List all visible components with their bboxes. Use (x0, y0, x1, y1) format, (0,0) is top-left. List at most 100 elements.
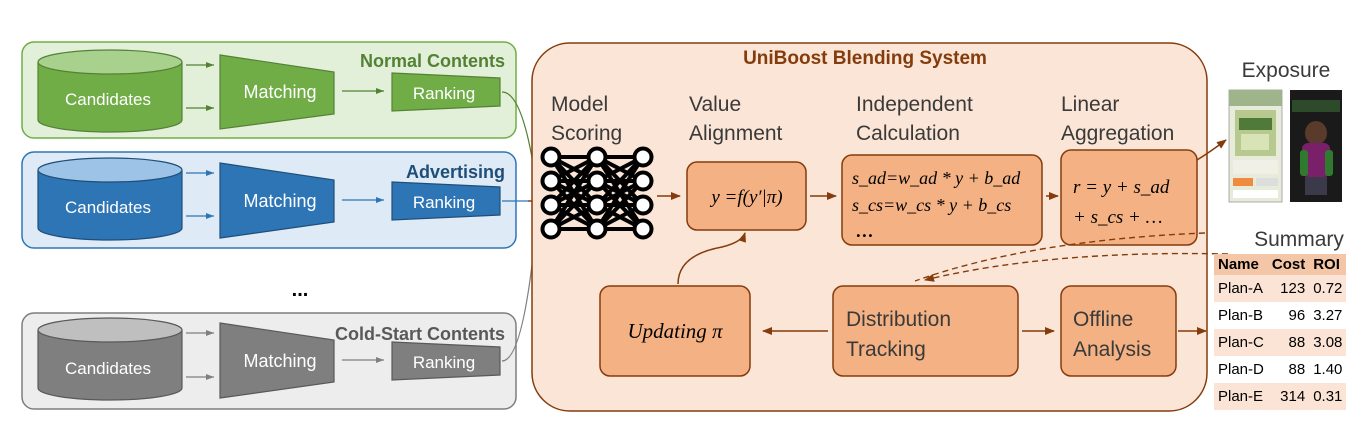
table-cell: 123 (1267, 275, 1310, 302)
phone-video-image (1290, 90, 1342, 202)
matching-label: Matching (243, 191, 316, 211)
offline-analysis-box (1060, 285, 1177, 377)
summary-header-row: Name Cost ROI (1214, 254, 1347, 275)
matching-funnel (219, 322, 335, 399)
stage-independent-line2: Calculation (856, 122, 960, 145)
pipeline-title: Cold-Start Contents (335, 324, 505, 344)
table-cell: 3.08 (1309, 329, 1347, 356)
pipeline-advertising: Candidates Matching Ranking Advertising (21, 151, 517, 249)
offline-label-line1: Offline (1073, 308, 1133, 331)
matching-funnel (219, 162, 335, 239)
phone-screenshot-image (1228, 89, 1283, 203)
exposure-arrow (1196, 139, 1227, 161)
ellipsis: ... (292, 279, 309, 301)
independent-formula-line2: s_cs=w_cs * y + b_cs (852, 195, 1011, 215)
nn-node (632, 194, 654, 216)
pipeline-title: Normal Contents (360, 51, 505, 71)
summary-column-header: Cost (1267, 254, 1310, 275)
table-row: Plan-A 123 0.72 (1214, 275, 1347, 302)
nn-node (540, 218, 562, 240)
ranking-label: Ranking (413, 84, 475, 103)
stage-linear-agg-line2: Aggregation (1061, 122, 1174, 145)
nn-node (540, 170, 562, 192)
ranking-label: Ranking (413, 193, 475, 212)
stage-model-scoring-line2: Scoring (551, 122, 622, 145)
distribution-label-line2: Tracking (846, 338, 926, 361)
ranking-label: Ranking (413, 353, 475, 372)
linear-agg-box (1060, 149, 1198, 246)
nn-node (540, 194, 562, 216)
stage-linear-agg-line1: Linear (1061, 93, 1119, 116)
table-row: Plan-B 96 3.27 (1214, 302, 1347, 329)
ranking-funnel (391, 72, 501, 112)
candidates-label: Candidates (65, 359, 151, 378)
updating-label: Updating π (627, 319, 723, 343)
stage-independent-line1: Independent (856, 93, 973, 116)
ranking-funnel (391, 181, 501, 221)
distribution-label-line1: Distribution (846, 308, 951, 331)
summary-column-header: Name (1214, 254, 1268, 275)
matching-funnel (219, 54, 335, 130)
independent-calc-box (841, 154, 1043, 246)
table-cell: 88 (1267, 356, 1310, 383)
summary-column-header: ROI (1309, 254, 1347, 275)
nn-node (632, 146, 654, 168)
nn-node (586, 146, 608, 168)
updating-box (599, 285, 751, 377)
matching-label: Matching (243, 82, 316, 102)
nn-node (586, 194, 608, 216)
pipeline-cold-start: Candidates Matching Ranking Cold-Start C… (21, 312, 517, 410)
nn-edge (549, 155, 599, 207)
table-cell: 314 (1267, 383, 1310, 410)
candidates-label: Candidates (65, 198, 151, 217)
neural-network-icon (540, 146, 654, 240)
independent-formula-line1: s_ad=w_ad * y + b_ad (852, 168, 1021, 188)
nn-node (586, 170, 608, 192)
offline-label-line2: Analysis (1073, 338, 1151, 361)
table-cell: 1.40 (1309, 356, 1347, 383)
nn-node (586, 218, 608, 240)
table-cell: 0.31 (1309, 383, 1347, 410)
nn-edge (595, 179, 645, 231)
table-row: Plan-D 88 1.40 (1214, 356, 1347, 383)
candidates-database-icon (37, 157, 183, 241)
independent-formula-line3: … (856, 221, 874, 241)
pipeline-title: Advertising (406, 162, 505, 182)
nn-edge (595, 155, 645, 231)
nn-node (632, 170, 654, 192)
table-cell: 88 (1267, 329, 1310, 356)
distribution-tracking-box (832, 285, 1019, 377)
table-cell: Plan-E (1214, 383, 1268, 410)
table-cell: Plan-A (1214, 275, 1268, 302)
nn-node (540, 146, 562, 168)
dashed-feedback-arrow (924, 252, 1229, 282)
aggregation-formula-line2: + s_cs + … (1073, 207, 1163, 228)
stage-model-scoring-line1: Model (551, 93, 608, 116)
ranking-funnel (391, 341, 501, 381)
nn-edge (595, 155, 645, 207)
nn-node (632, 218, 654, 240)
feedback-arrow (677, 232, 746, 285)
exposure-title: Exposure (1242, 59, 1331, 82)
table-row: Plan-E 314 0.31 (1214, 383, 1347, 410)
nn-edge (549, 179, 599, 231)
table-cell: Plan-C (1214, 329, 1268, 356)
pipeline-normal-contents: Candidates Matching Ranking Normal Conte… (21, 41, 517, 139)
table-cell: 96 (1267, 302, 1310, 329)
table-cell: 0.72 (1309, 275, 1347, 302)
table-cell: Plan-B (1214, 302, 1268, 329)
candidates-label: Candidates (65, 90, 151, 109)
value-alignment-formula: y =f(y′|π) (709, 187, 782, 208)
table-cell: Plan-D (1214, 356, 1268, 383)
table-cell: 3.27 (1309, 302, 1347, 329)
stage-value-alignment-line1: Value (689, 93, 741, 116)
summary-table: Name Cost ROI Plan-A 123 0.72 Plan-B 96 … (1214, 254, 1347, 410)
summary-title: Summary (1254, 228, 1344, 251)
stage-value-alignment-line2: Alignment (689, 122, 783, 145)
system-title: UniBoost Blending System (743, 48, 987, 69)
uniboost-system: UniBoost Blending System Model Scoring V… (531, 42, 1229, 412)
matching-label: Matching (243, 351, 316, 371)
exposure-panel: Exposure (1228, 59, 1342, 203)
table-row: Plan-C 88 3.08 (1214, 329, 1347, 356)
